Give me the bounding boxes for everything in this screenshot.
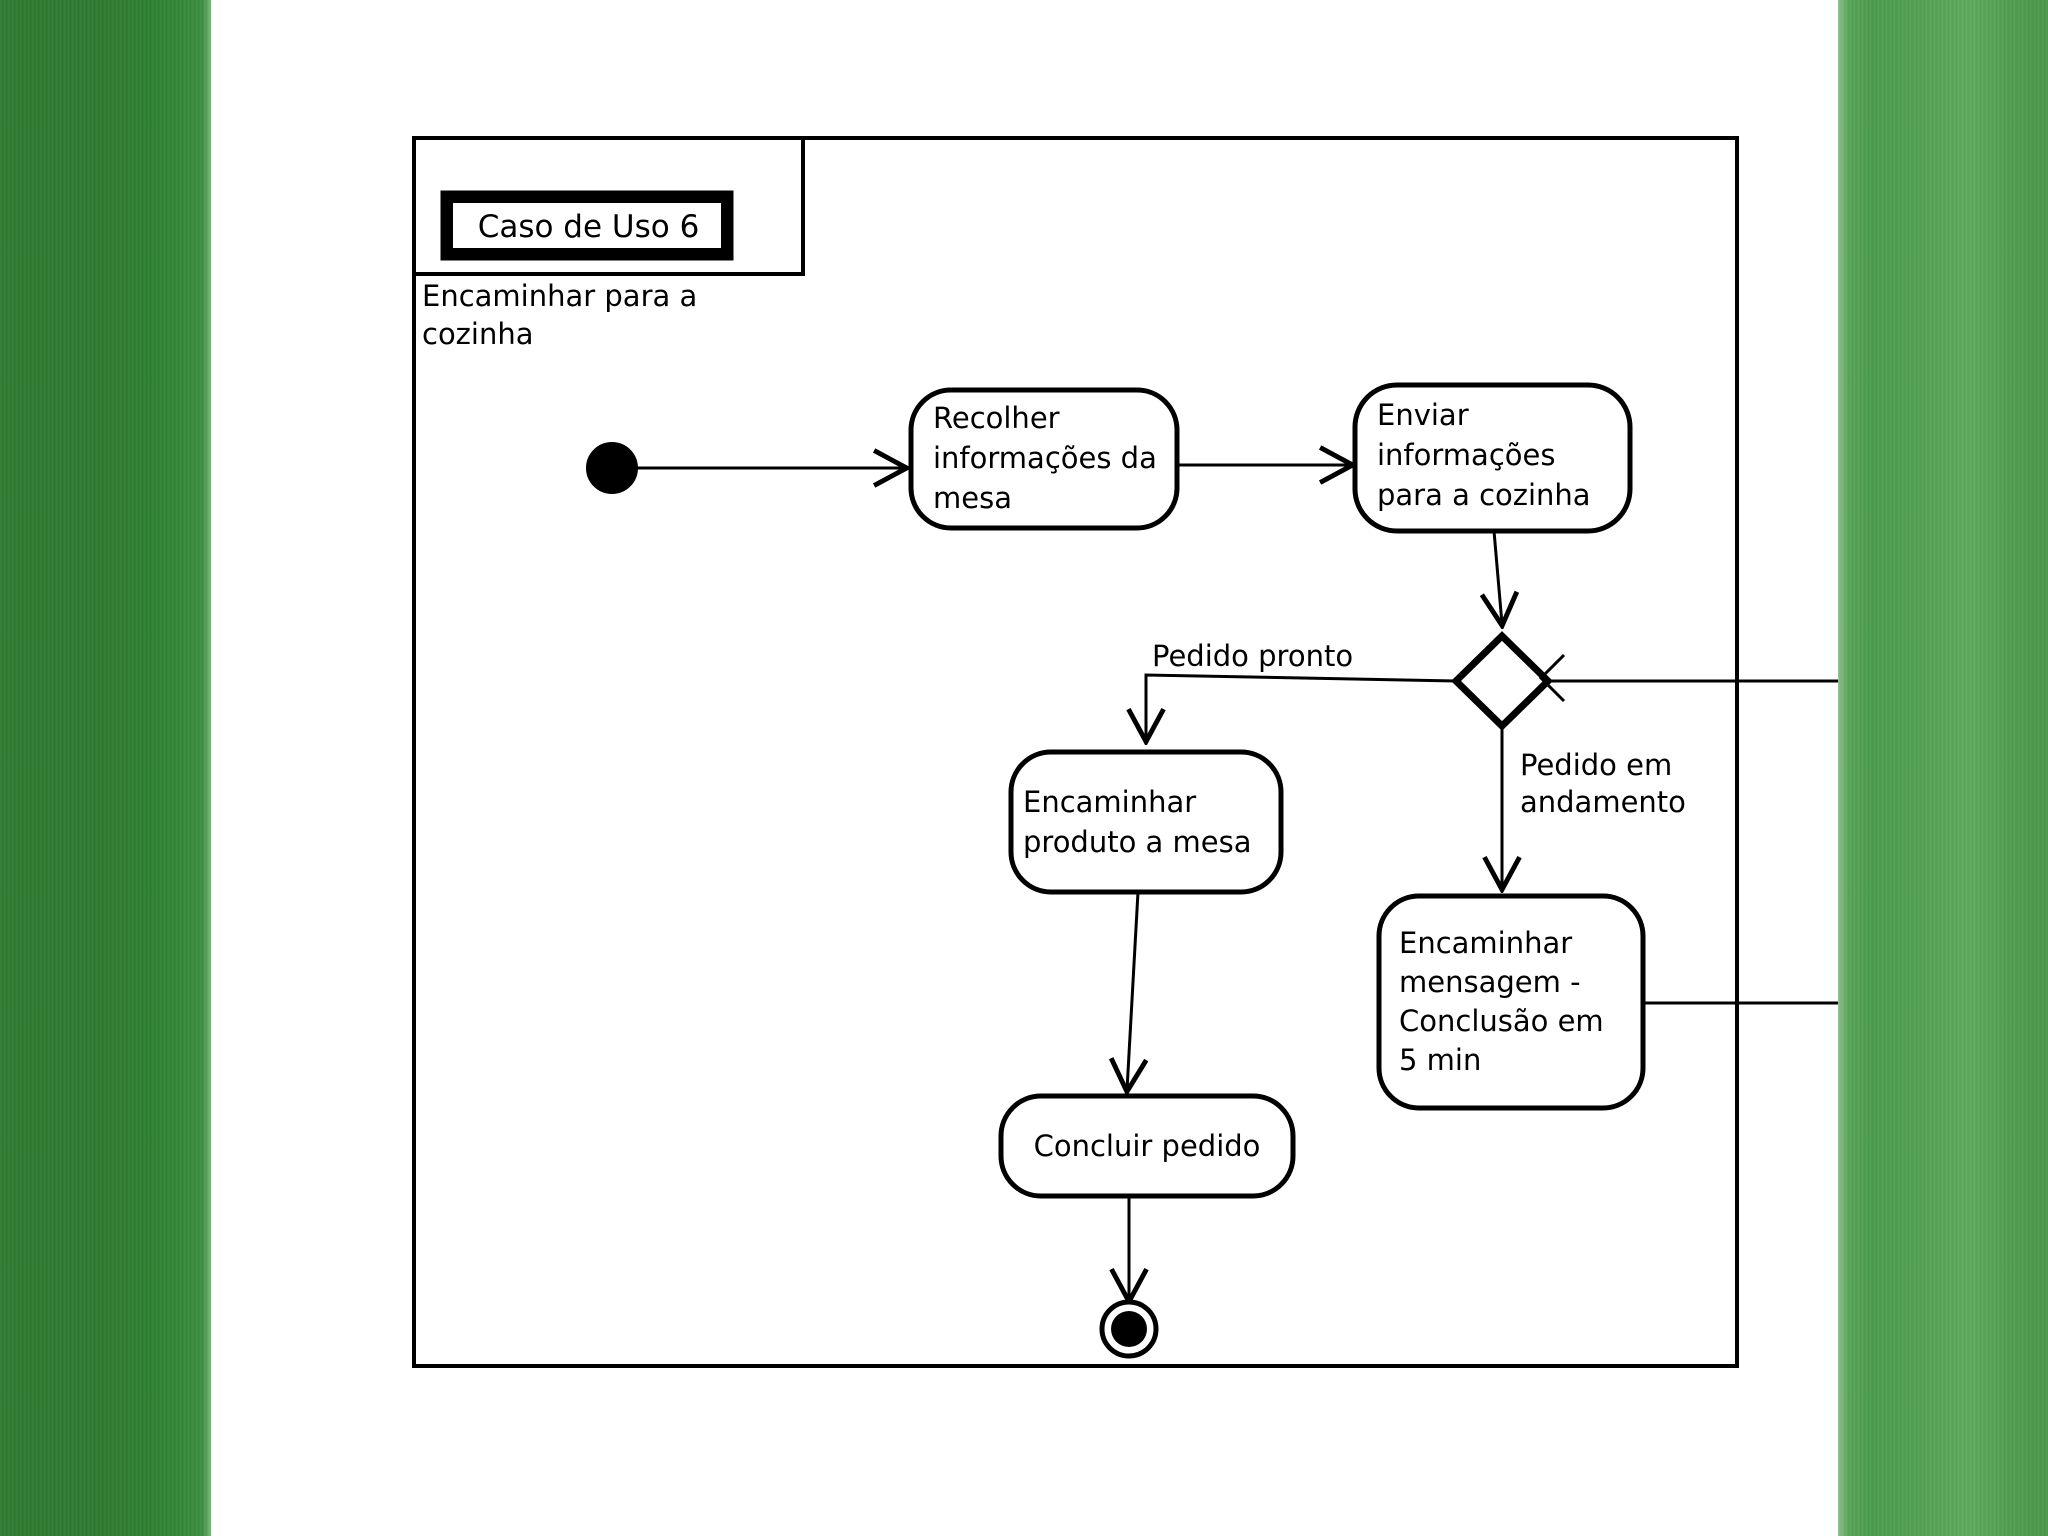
diagram-canvas: Caso de Uso 6 Encaminhar para a cozinha … (211, 0, 1838, 1536)
edge-encaminhar-mensagem-to-decision (1548, 679, 1838, 1005)
action-concluir-pedido (998, 1093, 1296, 1199)
action-concluir-pedido-label: Concluir pedido (1033, 1129, 1261, 1163)
action-encaminhar-produto-line-1: Encaminhar (1023, 785, 1197, 819)
action-encaminhar-produto-mesa (1008, 749, 1284, 895)
final-node-core (1111, 1311, 1147, 1347)
frame-subtitle-line-2: cozinha (422, 317, 534, 351)
action-recolher-informacoes (908, 387, 1180, 531)
action-enviar-line-1: Enviar (1377, 398, 1469, 432)
guard-label-pedido-pronto: Pedido pronto (1152, 639, 1354, 673)
frame-title-compartment (414, 136, 805, 276)
action-encaminhar-produto-line-2: produto a mesa (1023, 825, 1252, 859)
decision-node (1450, 631, 1554, 731)
decision-incoming-arrowhead-right (1538, 653, 1566, 703)
diagram-frame (412, 136, 1739, 1368)
action-encaminhar-mensagem-line-3: Conclusão em (1399, 1004, 1604, 1038)
action-recolher-line-1: Recolher (933, 401, 1060, 435)
edge-decision-to-encaminhar-produto (1146, 673, 1457, 740)
edge-enviar-to-decision (1494, 530, 1502, 624)
right-green-band (1838, 0, 2048, 1536)
action-recolher-line-2: informações da (933, 441, 1157, 475)
action-encaminhar-mensagem-line-1: Encaminhar (1399, 926, 1573, 960)
use-case-label-inner-box (451, 201, 723, 250)
left-green-band (0, 0, 211, 1536)
activity-diagram-graphics (412, 136, 1838, 1368)
frame-subtitle-line-1: Encaminhar para a (422, 279, 698, 313)
initial-node (586, 442, 638, 494)
action-enviar-line-3: para a cozinha (1377, 478, 1591, 512)
guard-label-pedido-em-andamento: Pedido em andamento (1520, 748, 1686, 819)
edge-encaminhar-produto-to-concluir (1127, 891, 1138, 1090)
use-case-label-text: Caso de Uso 6 (477, 209, 700, 245)
action-enviar-informacoes (1352, 382, 1633, 534)
action-encaminhar-mensagem-line-2: mensagem - (1399, 965, 1581, 999)
action-encaminhar-mensagem-line-4: 5 min (1399, 1043, 1482, 1077)
action-recolher-line-3: mesa (933, 481, 1012, 515)
action-enviar-line-2: informações (1377, 438, 1556, 472)
